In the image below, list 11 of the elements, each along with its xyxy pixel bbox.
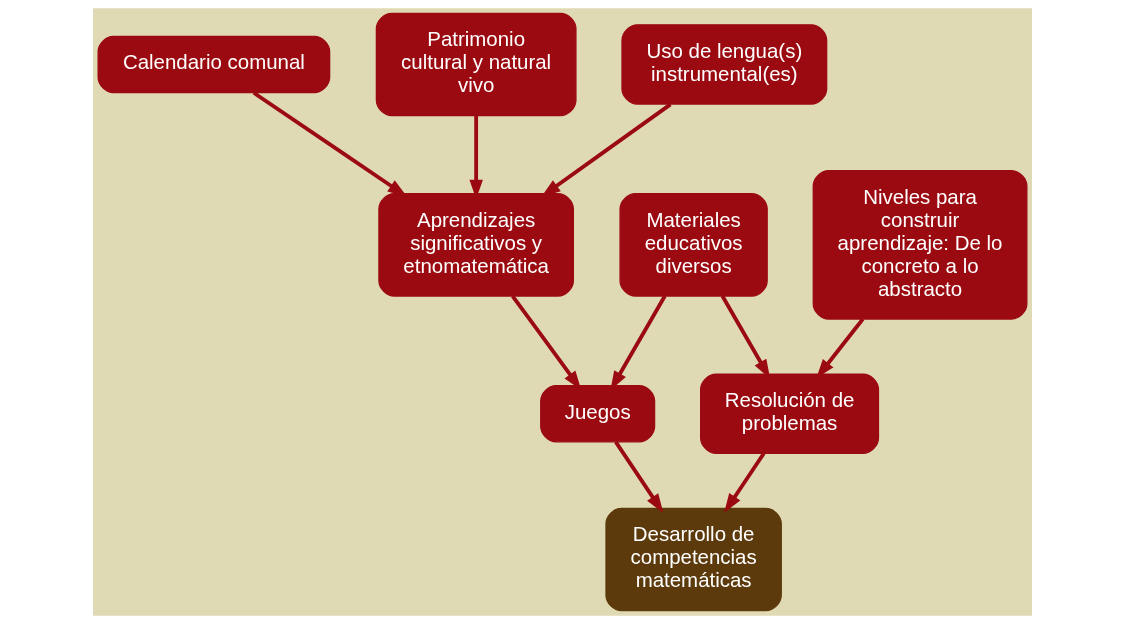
node-box: Desarrollo de competencias matemáticas (605, 507, 782, 612)
node-box: Aprendizajes significativos y etnomatemática (378, 193, 574, 297)
node-box: Resolución de problemas (700, 373, 880, 454)
node-box: Juegos (540, 384, 656, 443)
node-box: Calendario comunal (97, 35, 331, 94)
node-box: Niveles para construir aprendizaje: De lo concreto a lo abstracto (812, 170, 1028, 320)
node-box: Uso de lengua(s) instrumental(es) (621, 24, 828, 105)
node-box: Patrimonio cultural y natural vivo (375, 12, 577, 117)
arrow (614, 440, 664, 514)
node-box: Materiales educativos diversos (619, 193, 768, 297)
arrow (724, 452, 766, 513)
